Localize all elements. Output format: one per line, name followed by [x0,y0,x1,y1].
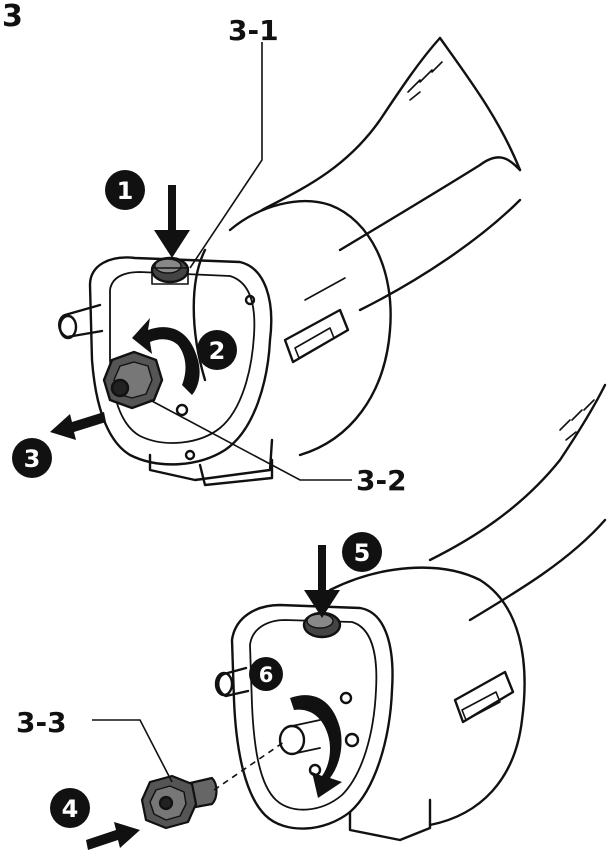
step-badge-4-text: 4 [62,795,79,823]
step-badge-2: 2 [197,330,237,370]
label-3-2: 3-2 [356,464,407,497]
label-3-1: 3-1 [228,14,279,47]
step-badge-1-text: 1 [117,177,134,205]
tool-bottom [214,383,607,842]
figure-number: 3 [2,0,23,34]
arrow-step-6-rotate [290,695,342,798]
step-badge-3-text: 3 [24,445,41,473]
step-badge-1: 1 [105,170,145,210]
arrow-step-4 [86,822,140,850]
step-badge-3: 3 [12,438,52,478]
alignment-dashed-line [213,741,285,791]
leader-lines-top [149,42,352,481]
step-badge-2-text: 2 [209,337,226,365]
arrow-step-1 [154,185,190,258]
step-badge-4: 4 [50,788,90,828]
spindle-nut-part [140,774,218,830]
step-badge-5-text: 5 [354,539,371,567]
arrow-step-2-rotate [132,318,200,395]
arrow-step-3 [50,412,106,440]
step-badge-6-text: 6 [259,663,274,687]
arrow-step-5 [304,545,340,618]
label-3-3: 3-3 [16,706,67,739]
step-badge-6: 6 [249,657,283,691]
leader-line-3-3 [92,719,173,783]
tool-top [58,36,522,487]
step-badge-5: 5 [342,532,382,572]
